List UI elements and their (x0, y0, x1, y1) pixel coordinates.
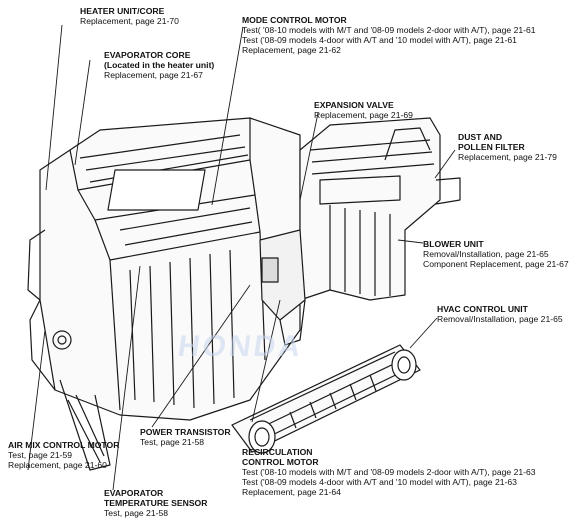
callout-air-mix-control-motor: AIR MIX CONTROL MOTOR Test, page 21-59 R… (8, 440, 119, 470)
blower-unit-title: BLOWER UNIT (423, 239, 484, 249)
recirc-motor-test-2[interactable]: Test ('08-09 models 4-door with A/T and … (242, 477, 517, 487)
recirc-motor-test-1[interactable]: Test ('08-10 models with M/T and '08-09 … (242, 467, 536, 477)
hvac-control-unit-link[interactable]: Removal/Installation, page 21-65 (437, 314, 563, 324)
air-mix-motor-replacement-link[interactable]: Replacement, page 21-60 (8, 460, 107, 470)
recirc-motor-title-1: RECIRCULATION (242, 447, 313, 457)
mode-control-motor-test-1[interactable]: Test( '08-10 models with M/T and '08-09 … (242, 25, 536, 35)
air-mix-motor-title: AIR MIX CONTROL MOTOR (8, 440, 120, 450)
expansion-valve-title: EXPANSION VALVE (314, 100, 394, 110)
recirc-motor-title-2: CONTROL MOTOR (242, 457, 319, 467)
blower-unit-removal-link[interactable]: Removal/Installation, page 21-65 (423, 249, 549, 259)
callout-dust-pollen-filter: DUST AND POLLEN FILTER Replacement, page… (458, 132, 557, 162)
dust-filter-title-1: DUST AND (458, 132, 503, 142)
evap-sensor-title-2: TEMPERATURE SENSOR (104, 498, 208, 508)
mode-control-motor-replacement[interactable]: Replacement, page 21-62 (242, 45, 341, 55)
callout-recirculation-control-motor: RECIRCULATION CONTROL MOTOR Test ('08-10… (242, 447, 536, 497)
evap-sensor-link[interactable]: Test, page 21-58 (104, 508, 169, 518)
callout-blower-unit: BLOWER UNIT Removal/Installation, page 2… (423, 239, 569, 269)
air-mix-motor-test-link[interactable]: Test, page 21-59 (8, 450, 73, 460)
watermark: HONDA (175, 330, 306, 363)
evap-sensor-title-1: EVAPORATOR (104, 488, 164, 498)
dust-filter-link[interactable]: Replacement, page 21-79 (458, 152, 557, 162)
callout-power-transistor: POWER TRANSISTOR Test, page 21-58 (140, 427, 231, 447)
blower-unit-component-link[interactable]: Component Replacement, page 21-67 (423, 259, 569, 269)
evaporator-core-title: EVAPORATOR CORE (104, 50, 191, 60)
callout-expansion-valve: EXPANSION VALVE Replacement, page 21-69 (314, 100, 413, 120)
expansion-valve-link[interactable]: Replacement, page 21-69 (314, 110, 413, 120)
power-transistor-title: POWER TRANSISTOR (140, 427, 231, 437)
leader-lines (27, 24, 456, 491)
hvac-control-unit (231, 344, 421, 454)
hvac-control-unit-title: HVAC CONTROL UNIT (437, 304, 528, 314)
evaporator-core-subtitle: (Located in the heater unit) (104, 60, 215, 70)
center-module (259, 229, 306, 346)
callout-hvac-control-unit: HVAC CONTROL UNIT Removal/Installation, … (437, 304, 563, 324)
callout-heater-unit: HEATER UNIT/CORE Replacement, page 21-70 (80, 6, 179, 26)
mode-control-motor-title: MODE CONTROL MOTOR (242, 15, 347, 25)
power-transistor-link[interactable]: Test, page 21-58 (140, 437, 205, 447)
callout-evaporator-core: EVAPORATOR CORE (Located in the heater u… (104, 50, 214, 80)
callout-evaporator-temperature-sensor: EVAPORATOR TEMPERATURE SENSOR Test, page… (104, 488, 207, 518)
heater-unit-link[interactable]: Replacement, page 21-70 (80, 16, 179, 26)
evaporator-core-link[interactable]: Replacement, page 21-67 (104, 70, 203, 80)
callout-mode-control-motor: MODE CONTROL MOTOR Test( '08-10 models w… (242, 15, 536, 55)
blower-unit (299, 117, 461, 301)
mode-control-motor-test-2[interactable]: Test ('08-09 models 4-door with A/T and … (242, 35, 517, 45)
heater-unit-title: HEATER UNIT/CORE (80, 6, 165, 16)
recirc-motor-replacement[interactable]: Replacement, page 21-64 (242, 487, 341, 497)
heater-housing (27, 117, 301, 471)
dust-filter-title-2: POLLEN FILTER (458, 142, 525, 152)
